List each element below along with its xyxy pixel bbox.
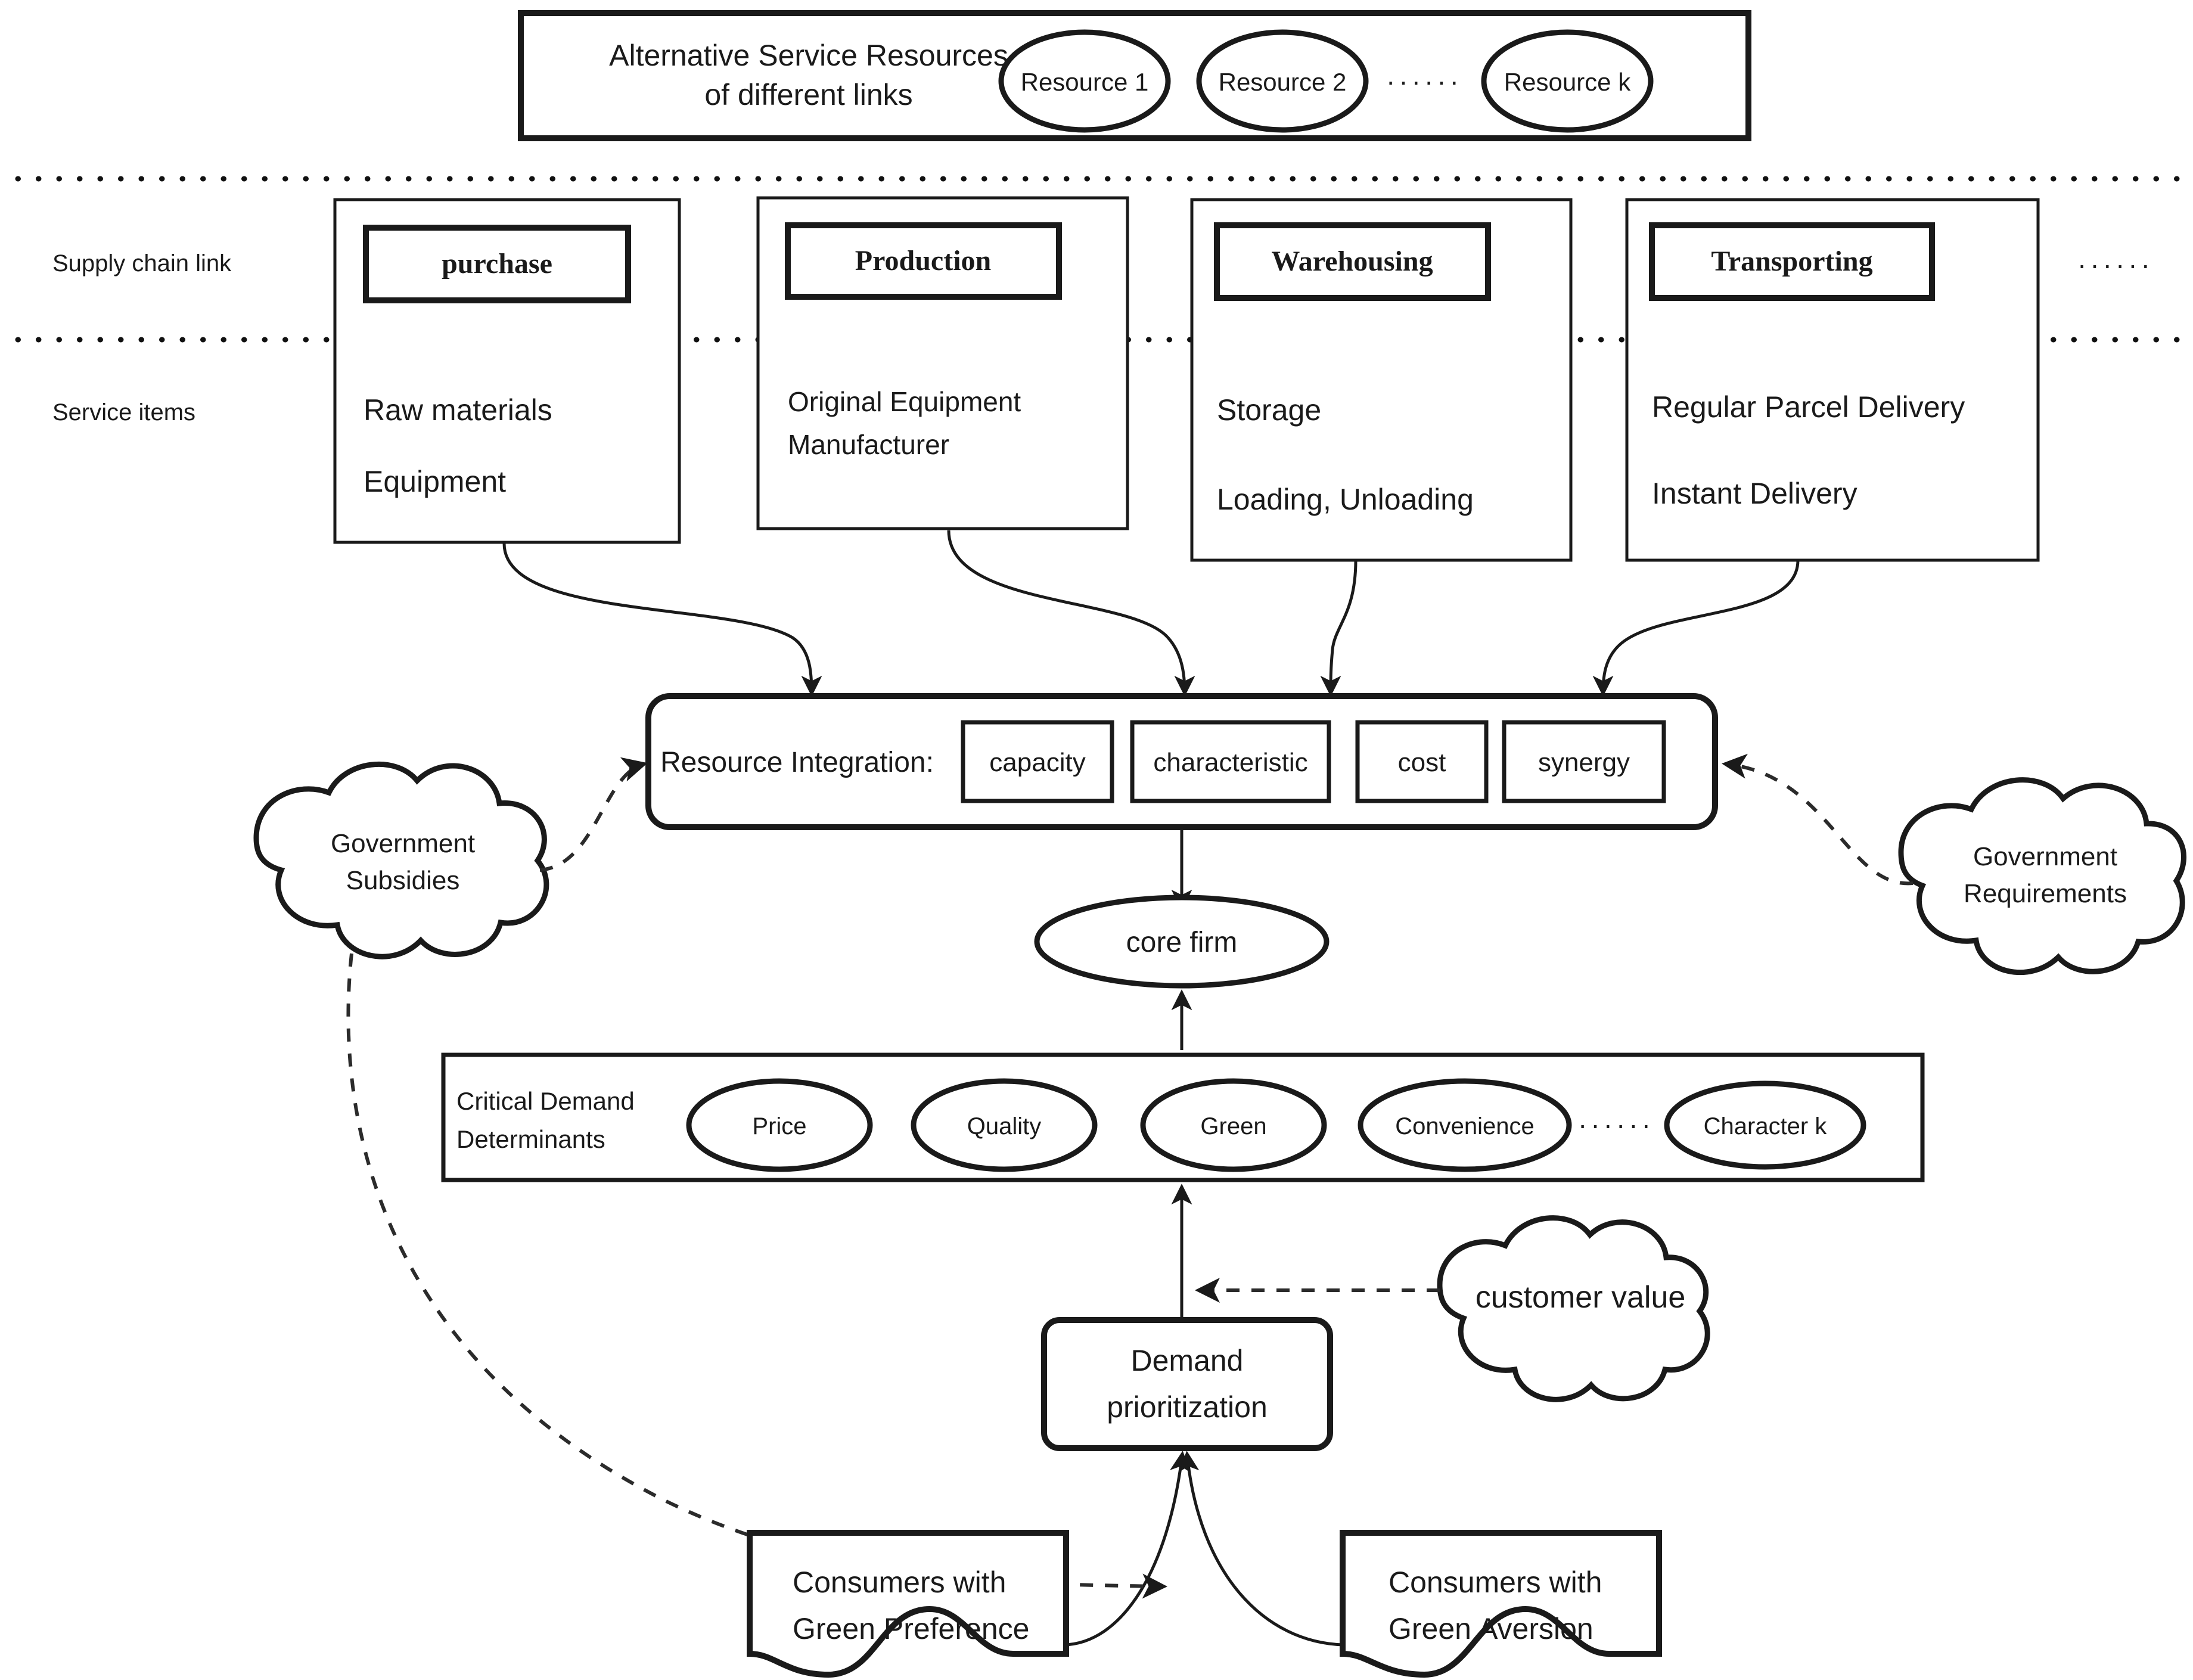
supply-chain-column-warehousing: Warehousing Storage Loading, Unloading [1190,198,1573,562]
alternative-resources-label-line2: of different links [704,78,912,111]
determinant-label-price: Price [752,1113,806,1139]
link-box-transporting [1649,222,1935,301]
consumer-box-green-aversion [1340,1530,1662,1678]
determinant-label-green: Green [1200,1113,1266,1139]
chip-label-capacity: capacity [989,748,1085,777]
chip-label-cost: cost [1398,748,1446,777]
dashed-subsidies-to-integration [539,757,648,872]
consumer-box-green-preference [747,1530,1069,1678]
row-label-supply-chain-link: Supply chain link [52,250,232,277]
link-label-warehousing: Warehousing [1271,246,1433,277]
flow-warehousing-to-integration [1320,560,1358,697]
critical-demand-label-line2: Determinants [456,1125,605,1153]
cloud-shape-government-requirements [1898,777,2186,976]
government-requirements-line1: Government [1973,842,2117,871]
service-item-purchase-1: Raw materials [364,393,552,427]
government-requirements-cloud: Government Requirements [1898,777,2186,976]
consumer-green-preference-line1: Consumers with [793,1566,1006,1599]
flow-production-to-integration [947,530,1195,697]
determinant-convenience-ellipse [1358,1078,1572,1172]
determinant-quality-ellipse [911,1078,1098,1172]
critical-demand-determinants-panel: Critical Demand Determinants Price Quali… [441,1052,1925,1182]
consumer-green-aversion-line1: Consumers with [1389,1566,1602,1599]
service-item-transporting-1: Regular Parcel Delivery [1652,390,1965,424]
determinant-character-k-ellipse [1664,1080,1866,1170]
service-item-production-1: Original Equipment [788,386,1021,417]
chip-label-synergy: synergy [1538,748,1630,777]
resource-integration-title: Resource Integration: [660,747,934,778]
service-item-production-2: Manufacturer [788,429,949,460]
top-panel-ellipsis: ······ [1386,66,1462,97]
flow-green-preference-to-prioritization [1063,1451,1191,1647]
dashed-requirements-to-integration [1722,753,1914,886]
link-label-purchase: purchase [442,248,552,280]
alternative-resources-label-line1: Alternative Service Resources [609,39,1008,72]
link-label-production: Production [855,245,991,277]
demand-prioritization-box [1041,1317,1333,1451]
chip-characteristic [1130,720,1331,803]
service-item-warehousing-1: Storage [1217,393,1321,427]
demand-prioritization-node: Demand prioritization [1041,1317,1333,1451]
alternative-resources-panel: Alternative Service Resources of differe… [518,10,1751,141]
resource-k-ellipse [1481,29,1654,133]
link-box-production [785,222,1062,300]
supply-chain-column-transporting: Transporting Regular Parcel Delivery Ins… [1625,198,2040,562]
resource-integration-panel: Resource Integration: capacity character… [645,693,1718,830]
resource-k-label: Resource k [1504,68,1631,96]
core-firm-label: core firm [1126,927,1238,958]
resource-2-label: Resource 2 [1219,68,1347,96]
critical-demand-label-line1: Critical Demand [456,1087,635,1115]
link-label-transporting: Transporting [1711,246,1872,277]
government-subsidies-line1: Government [331,829,475,858]
service-item-transporting-2: Instant Delivery [1652,477,1857,510]
supply-chain-column-purchase: purchase Raw materials Equipment [333,198,681,544]
resource-1-ellipse [998,29,1171,133]
consumer-green-aversion-line2: Green Aversion [1389,1612,1594,1645]
resource-1-label: Resource 1 [1021,68,1149,96]
customer-value-label: customer value [1476,1280,1686,1315]
core-firm-ellipse [1034,895,1330,989]
cloud-shape-customer-value [1437,1215,1710,1402]
demand-prioritization-line1: Demand [1131,1344,1244,1377]
chip-synergy [1502,720,1666,803]
flow-purchase-to-integration [502,543,822,697]
consumer-green-preference-node: Consumers with Green Preference [747,1530,1069,1678]
flow-green-aversion-to-prioritization [1178,1451,1344,1647]
supply-chain-columns-ellipsis: ······ [2077,249,2154,280]
service-item-warehousing-2: Loading, Unloading [1217,483,1474,516]
resource-2-ellipse [1196,29,1369,133]
flow-transporting-to-integration [1592,560,1800,697]
determinant-label-convenience: Convenience [1395,1113,1535,1139]
service-item-purchase-2: Equipment [364,465,506,498]
chip-capacity [961,720,1114,803]
link-box-purchase [363,225,631,303]
determinant-price-ellipse [686,1078,873,1172]
determinant-label-character-k: Character k [1704,1113,1828,1139]
critical-demand-ellipsis: ······ [1578,1109,1654,1140]
chip-cost [1355,720,1489,803]
determinant-label-quality: Quality [967,1113,1042,1139]
chip-label-characteristic: characteristic [1153,748,1307,777]
consumer-green-aversion-node: Consumers with Green Aversion [1340,1530,1662,1678]
government-subsidies-line2: Subsidies [346,866,460,895]
supply-chain-column-production: Production Original Equipment Manufactur… [756,196,1129,530]
government-requirements-line2: Requirements [1964,879,2127,908]
demand-prioritization-line2: prioritization [1107,1390,1268,1424]
link-box-warehousing [1214,222,1491,301]
determinant-green-ellipse [1140,1078,1327,1172]
consumer-green-preference-line2: Green Preference [793,1612,1029,1645]
customer-value-cloud: customer value [1437,1215,1710,1402]
government-subsidies-cloud: Government Subsidies [253,761,549,959]
dashed-subsidies-to-consumers [346,953,1167,1599]
row-label-service-items: Service items [52,399,195,426]
cloud-shape-government-subsidies [253,761,549,959]
core-firm-node: core firm [1034,895,1330,989]
